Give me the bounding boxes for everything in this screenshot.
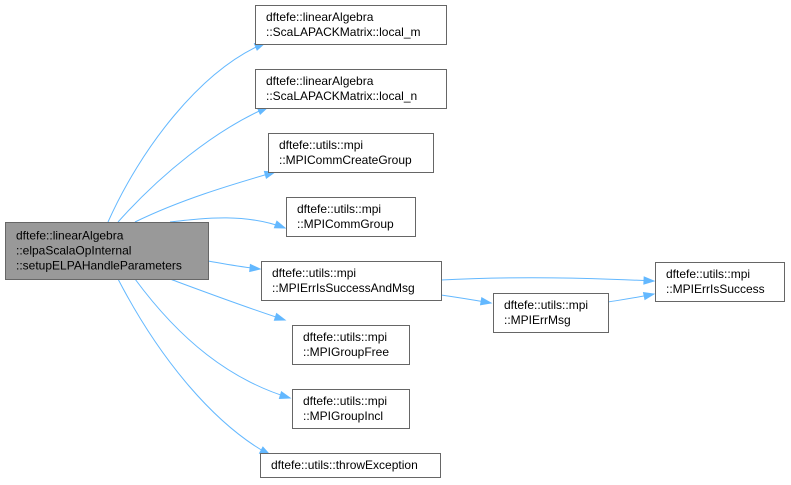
node-box[interactable] — [655, 262, 785, 302]
edge-root-to-local_n — [117, 106, 270, 223]
arrowhead — [278, 390, 292, 400]
edge-line — [117, 106, 269, 223]
edge-line — [134, 278, 291, 399]
node-label-line: ::MPIGroupIncl — [303, 409, 383, 423]
node-box[interactable] — [261, 261, 442, 301]
edge-root-to-groupincl — [134, 278, 292, 400]
edge-root-to-groupfree — [169, 278, 287, 321]
edge-line — [440, 277, 655, 282]
edge-line — [169, 278, 286, 321]
node-label-line: ::ScaLAPACKMatrix::local_m — [266, 25, 421, 39]
node-label-line: ::MPIErrMsg — [504, 313, 571, 327]
node-label-line: dftefe::utils::mpi — [303, 394, 387, 408]
node-label-line: dftefe::linearAlgebra — [266, 74, 374, 88]
node-root[interactable]: dftefe::linearAlgebra::elpaScalaOpIntern… — [5, 222, 209, 280]
node-groupfree[interactable]: dftefe::utils::mpi::MPIGroupFree — [292, 325, 410, 365]
arrowhead — [273, 220, 287, 229]
edge-line — [134, 171, 276, 223]
edge-errsuccessmsg-to-errmsg — [440, 294, 493, 306]
arrowhead — [273, 312, 287, 321]
node-groupincl[interactable]: dftefe::utils::mpi::MPIGroupIncl — [292, 389, 410, 429]
node-box[interactable] — [255, 69, 447, 109]
node-label-line: dftefe::utils::mpi — [279, 138, 363, 152]
arrowhead — [643, 276, 656, 285]
node-label-line: ::setupELPAHandleParameters — [16, 259, 182, 273]
node-label-line: ::MPICommGroup — [297, 217, 394, 231]
node-errsuccess[interactable]: dftefe::utils::mpi::MPIErrIsSuccess — [655, 262, 785, 302]
edge-errmsg-to-errsuccess — [607, 292, 656, 303]
node-label-line: dftefe::utils::mpi — [297, 202, 381, 216]
edge-root-to-errsuccessmsg — [207, 260, 262, 273]
edge-root-to-throw — [117, 278, 272, 456]
edge-line — [117, 278, 271, 456]
node-errmsg[interactable]: dftefe::utils::mpi::MPIErrMsg — [493, 293, 609, 333]
node-label-line: ::MPIErrIsSuccessAndMsg — [272, 281, 415, 295]
node-label-line: ::MPIGroupFree — [303, 345, 389, 359]
edge-line — [169, 217, 286, 229]
node-throw[interactable]: dftefe::utils::throwException — [260, 453, 441, 478]
node-commcreate[interactable]: dftefe::utils::mpi::MPICommCreateGroup — [268, 133, 434, 173]
node-errsuccessmsg[interactable]: dftefe::utils::mpi::MPIErrIsSuccessAndMs… — [261, 261, 442, 301]
node-label-line: dftefe::utils::mpi — [666, 267, 750, 281]
node-label-line: dftefe::utils::mpi — [504, 298, 588, 312]
node-box[interactable] — [255, 5, 447, 45]
node-label-line: ::MPICommCreateGroup — [279, 153, 412, 167]
node-box[interactable] — [5, 222, 209, 280]
edge-line — [107, 42, 266, 223]
arrowhead — [249, 263, 262, 273]
node-label-line: dftefe::utils::mpi — [303, 330, 387, 344]
edge-root-to-commcreate — [134, 170, 277, 223]
arrowhead — [479, 297, 493, 306]
node-local_m[interactable]: dftefe::linearAlgebra::ScaLAPACKMatrix::… — [255, 5, 447, 45]
node-label-line: dftefe::linearAlgebra — [266, 10, 374, 24]
node-box[interactable] — [260, 453, 441, 478]
node-label-line: dftefe::utils::mpi — [272, 266, 356, 280]
node-label-line: ::ScaLAPACKMatrix::local_n — [266, 89, 417, 103]
nodes-layer: dftefe::linearAlgebra::elpaScalaOpIntern… — [5, 5, 785, 478]
edge-root-to-local_m — [107, 42, 267, 223]
node-box[interactable] — [292, 389, 410, 429]
node-label-line: ::MPIErrIsSuccess — [666, 282, 765, 296]
node-local_n[interactable]: dftefe::linearAlgebra::ScaLAPACKMatrix::… — [255, 69, 447, 109]
node-box[interactable] — [292, 325, 410, 365]
node-box[interactable] — [268, 133, 434, 173]
node-label-line: dftefe::utils::throwException — [271, 458, 418, 472]
node-commgroup[interactable]: dftefe::utils::mpi::MPICommGroup — [286, 197, 416, 237]
arrowhead — [642, 292, 656, 301]
node-box[interactable] — [493, 293, 609, 333]
edge-root-to-commgroup — [169, 217, 287, 229]
node-box[interactable] — [286, 197, 416, 237]
node-label-line: ::elpaScalaOpInternal — [16, 244, 131, 258]
edge-errsuccessmsg-to-errsuccess — [440, 276, 656, 285]
node-label-line: dftefe::linearAlgebra — [16, 229, 124, 243]
